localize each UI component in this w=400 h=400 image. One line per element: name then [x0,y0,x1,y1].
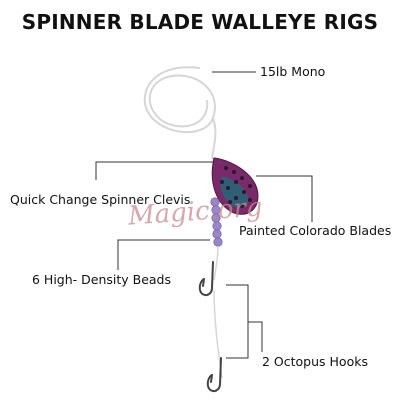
spinner-blade [211,157,259,215]
label-blades: Painted Colorado Blades [239,223,392,238]
octopus-hook-lower [206,357,222,392]
beads [210,197,223,247]
page-title: SPINNER BLADE WALLEYE RIGS [21,10,379,34]
label-beads: 6 High- Density Beads [32,272,172,287]
label-hooks: 2 Octopus Hooks [262,354,368,369]
callout-lines [95,71,313,359]
mono-line-coil [143,66,217,159]
octopus-hook-upper [198,261,214,296]
leader-line-blades [256,175,313,222]
bead [213,237,223,247]
leader-line-clevis [95,161,214,180]
label-mono: 15lb Mono [260,64,326,79]
leader-line-beads [117,239,210,270]
label-clevis: Quick Change Spinner Clevis [10,192,191,207]
leader-line-hooks [226,284,263,359]
bead [212,229,222,239]
